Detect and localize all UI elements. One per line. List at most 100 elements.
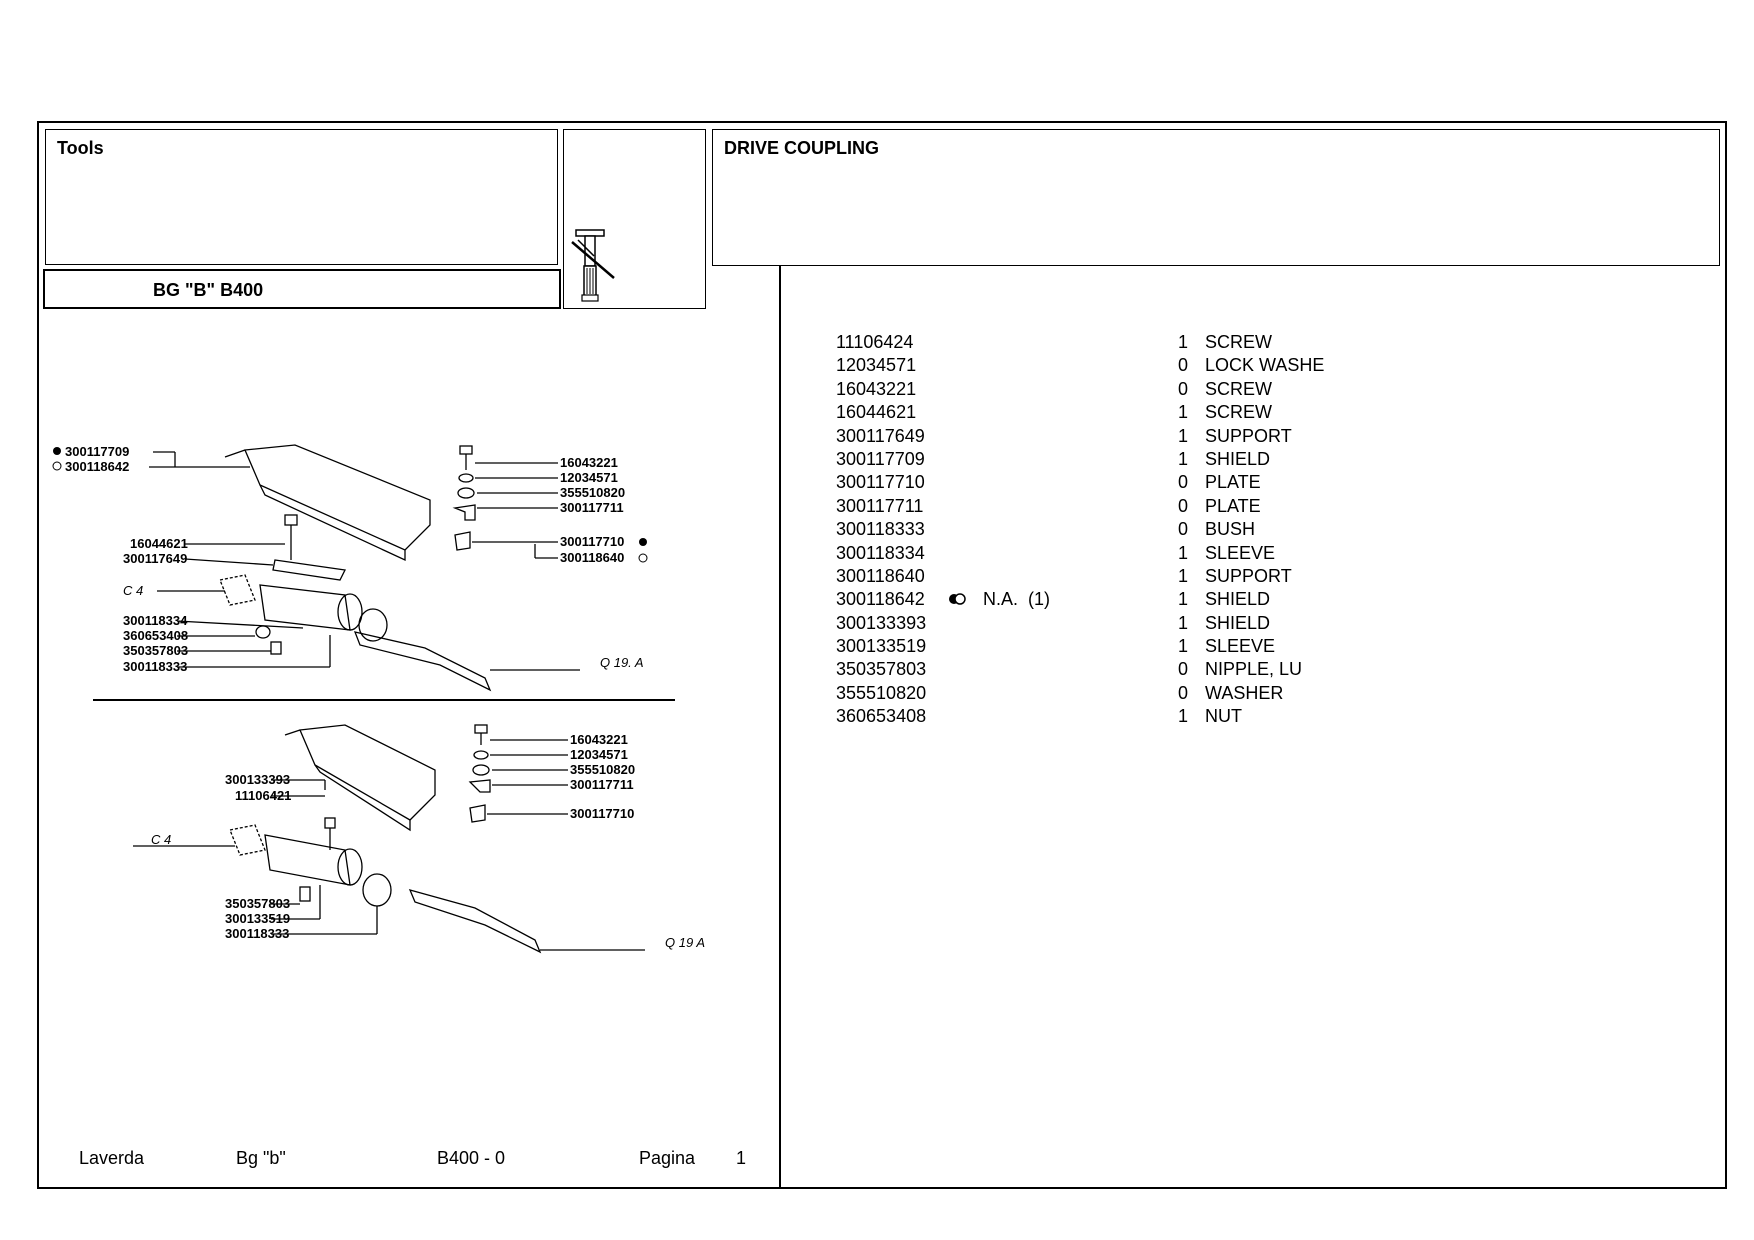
part-description: SCREW: [1205, 332, 1272, 352]
label-b-plate: 300117711: [570, 777, 634, 792]
label-plate-b: 300117710: [560, 534, 624, 549]
tool-icon-panel: [563, 129, 706, 309]
part-number: 300117710: [836, 472, 925, 493]
availability-marker-icon: [949, 593, 966, 606]
part-description: NUT: [1205, 706, 1242, 727]
part-qty: 0: [1178, 355, 1189, 376]
label-b-washer: 355510820: [570, 762, 635, 777]
label-b-q19: Q 19 A: [665, 935, 705, 950]
part-description: SCREW: [1205, 378, 1272, 399]
label-b-nipple: 350357803: [225, 896, 290, 911]
shaft-top: [353, 631, 492, 692]
part-description: SUPPORT: [1205, 565, 1292, 586]
label-b-plate-b: 300117710: [570, 806, 634, 821]
part-number: 300117709: [836, 448, 925, 469]
label-washer: 355510820: [560, 485, 625, 500]
screw-mid: [284, 514, 298, 526]
tool-icon: [571, 229, 615, 302]
label-shield-b: 300118642: [65, 459, 129, 474]
shield-top-shape: [244, 444, 431, 551]
label-b-screw: 11106421: [235, 788, 291, 803]
part-description: SUPPORT: [1205, 425, 1292, 446]
nipple-top: [270, 641, 282, 655]
part-qty: 0: [1178, 495, 1189, 516]
part-number: 360653408: [836, 706, 927, 727]
part-qty: 0: [1178, 472, 1189, 493]
part-number: 300133393: [836, 612, 927, 633]
footer-brand: Laverda: [79, 1148, 145, 1168]
label-sleeve: 300118334: [123, 613, 188, 628]
model-panel: BG "B" B400: [43, 269, 561, 309]
part-number: 300133519: [836, 636, 927, 657]
tools-panel: Tools: [45, 129, 558, 265]
label-b-bush: 300118333: [225, 926, 289, 941]
section-panel: DRIVE COUPLING: [712, 129, 1720, 266]
support-top: [272, 559, 346, 581]
part-qty: 1: [1178, 542, 1189, 563]
label-b-shield: 300133393: [225, 772, 290, 787]
part-note: N.A. (1): [983, 589, 1051, 610]
footer-code: B400 - 0: [437, 1148, 506, 1168]
part-qty: 0: [1178, 659, 1189, 680]
drawing-labels: 300117709 300118642 16043221 12034571 35…: [52, 444, 705, 950]
label-b-washer-lock: 12034571: [570, 747, 628, 762]
part-qty: 0: [1178, 682, 1189, 703]
washer-top: [457, 487, 475, 499]
part-number: 11106424: [836, 332, 914, 352]
part-number: 300117649: [836, 425, 925, 446]
part-description: NIPPLE, LU: [1205, 659, 1303, 680]
label-shield-a: 300117709: [65, 444, 129, 459]
section-title: DRIVE COUPLING: [724, 138, 880, 158]
part-description: SHIELD: [1205, 589, 1271, 610]
part-number: 16044621: [836, 402, 917, 423]
part-qty: 0: [1178, 378, 1189, 399]
tools-label: Tools: [57, 138, 104, 158]
label-c4-top: C 4: [123, 583, 143, 598]
part-qty: 1: [1178, 565, 1189, 586]
label-washer-lock: 12034571: [560, 470, 618, 485]
c4-top: [219, 574, 256, 606]
part-qty: 1: [1178, 636, 1189, 657]
plate-b-top: [454, 531, 471, 551]
part-description: BUSH: [1205, 519, 1256, 540]
label-q19-top: Q 19. A: [600, 655, 644, 670]
part-qty: 1: [1178, 402, 1189, 423]
bush-top: [358, 608, 388, 642]
part-qty: 1: [1178, 425, 1189, 446]
page-frame: [37, 121, 1727, 1189]
column-divider: [779, 266, 781, 1189]
part-number: 350357803: [836, 659, 927, 680]
label-screw-mid: 16044621: [130, 536, 188, 551]
part-number: 300118642: [836, 589, 925, 610]
part-qty: 1: [1178, 589, 1189, 610]
part-description: SHIELD: [1205, 448, 1271, 469]
label-b-sleeve: 300133519: [225, 911, 290, 926]
sleeve-top-end: [337, 593, 363, 631]
label-plate: 300117711: [560, 500, 624, 515]
footer-model: Bg "b": [236, 1148, 286, 1168]
part-number: 12034571: [836, 355, 917, 376]
part-description: SLEEVE: [1205, 542, 1276, 563]
exploded-view-svg: 300117709 300118642 16043221 12034571 35…: [52, 444, 705, 954]
sleeve-top: [259, 584, 351, 631]
label-support: 300117649: [123, 551, 187, 566]
part-description: PLATE: [1205, 495, 1261, 516]
part-number: 300117711: [836, 495, 924, 516]
bolt-bottom: [474, 724, 488, 734]
part-description: WASHER: [1205, 682, 1284, 703]
label-b-c4: C 4: [151, 832, 171, 847]
part-number: 300118640: [836, 565, 925, 586]
label-b-screw-top: 16043221: [570, 732, 628, 747]
nut-top: [255, 625, 271, 639]
part-description: SHIELD: [1205, 612, 1271, 633]
part-qty: 1: [1178, 448, 1189, 469]
part-number: 16043221: [836, 378, 917, 399]
label-screw-top: 16043221: [560, 455, 618, 470]
label-nipple: 350357803: [123, 643, 188, 658]
part-number: 300118334: [836, 542, 925, 563]
part-description: LOCK WASHE: [1205, 355, 1325, 376]
label-bush: 300118333: [123, 659, 187, 674]
part-qty: 0: [1178, 519, 1189, 540]
model-label: BG "B" B400: [153, 280, 264, 300]
plate-top: [452, 504, 476, 521]
